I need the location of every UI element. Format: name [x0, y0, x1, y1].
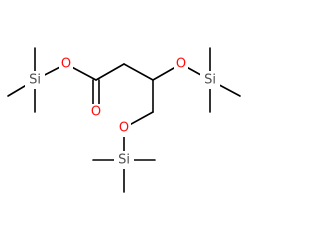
atom-layer: Si O O O Si O [25, 56, 220, 169]
bond-ch2-ch [123, 63, 154, 81]
atom-o-carbonyl-label: O [91, 105, 101, 120]
molecule-svg: Si O O O Si O [7, 47, 241, 193]
atom-o-ether1-label: O [176, 57, 186, 72]
atom-o-ether1: O [174, 56, 188, 73]
atom-si3: Si [114, 151, 134, 169]
atom-si1: Si [25, 71, 45, 89]
atom-o-carbonyl: O [89, 104, 103, 121]
bond-carbonyl-c-ch2 [95, 63, 125, 81]
atom-o-ether2: O [117, 120, 131, 137]
atom-si2-label: Si [204, 73, 216, 88]
atom-o-ether2-label: O [119, 121, 129, 136]
atom-si2: Si [200, 71, 220, 89]
atom-si3-label: Si [118, 153, 130, 168]
atom-o-ester: O [59, 56, 73, 73]
atom-o-ester-label: O [61, 57, 71, 72]
structure-diagram: Si O O O Si O [7, 47, 241, 193]
atom-si1-label: Si [29, 73, 41, 88]
